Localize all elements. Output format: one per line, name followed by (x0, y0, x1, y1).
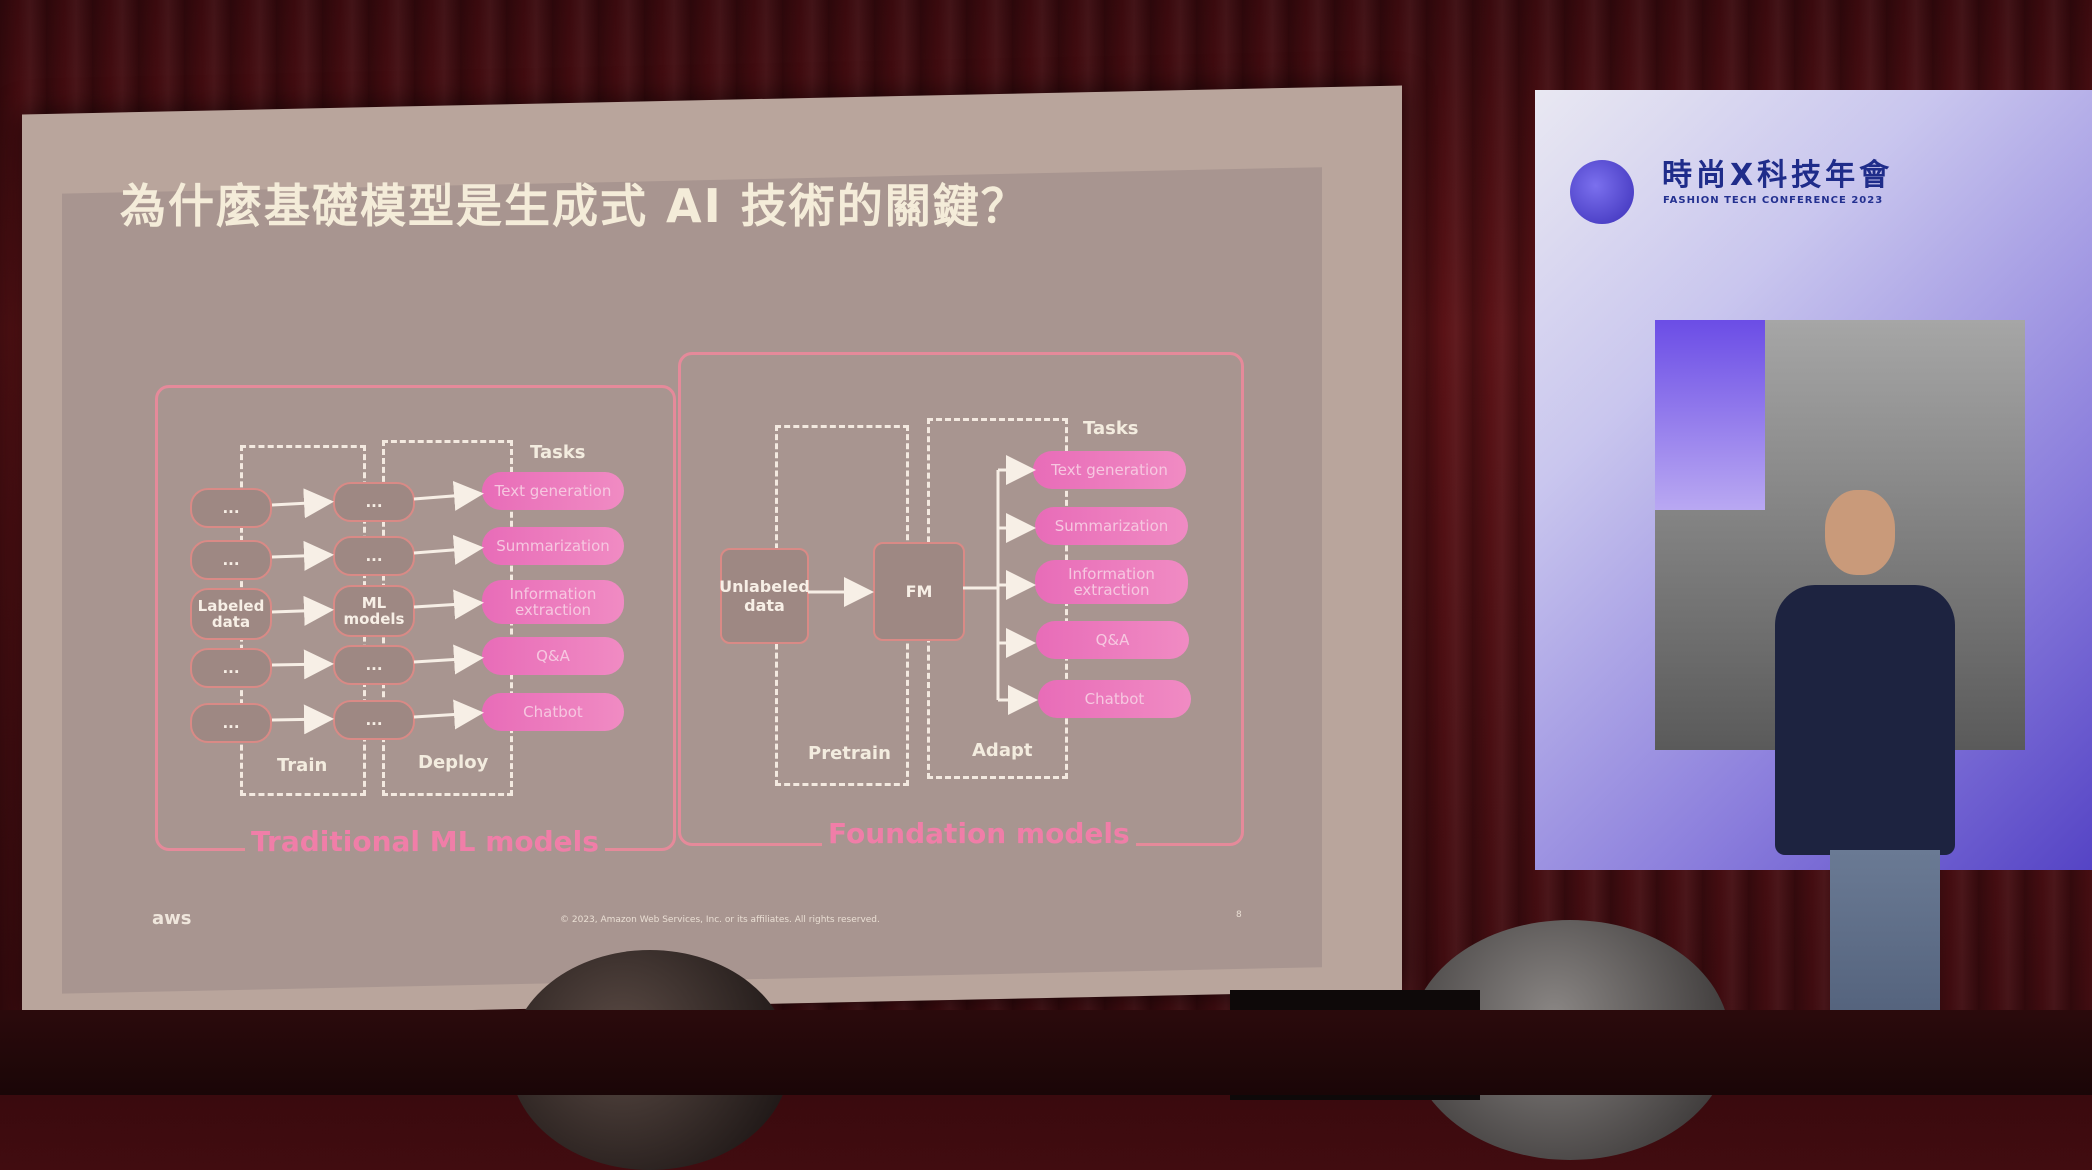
side-projection-screen: 時尚X科技年會 FASHION TECH CONFERENCE 2023 (1535, 90, 2092, 870)
left-task-pill: Summarization (482, 527, 624, 565)
conference-title: 時尚X科技年會 (1662, 158, 1894, 193)
slide-title: 為什麼基礎模型是生成式 AI 技術的關鍵？ (120, 179, 1029, 233)
purple-accent-bar (1655, 320, 1765, 510)
stage-edge (0, 1010, 2092, 1095)
conference-subtitle: FASHION TECH CONFERENCE 2023 (1663, 195, 1884, 206)
right-task-pill: Q&A (1036, 621, 1189, 659)
fm-node: FM (873, 542, 965, 641)
aws-logo: aws (152, 908, 192, 929)
left-model-node: ... (333, 700, 415, 740)
right-task-pill: Chatbot (1038, 680, 1191, 718)
unlabeled-data-node: Unlabeled data (719, 548, 810, 644)
left-tasks-label: Tasks (530, 442, 586, 463)
left-task-pill: Q&A (482, 637, 624, 675)
right-task-pill: Information extraction (1035, 560, 1188, 604)
left-input-node: ... (190, 540, 272, 580)
left-model-node: ... (333, 536, 415, 576)
speaker-jacket (1775, 585, 1955, 855)
copyright-text: © 2023, Amazon Web Services, Inc. or its… (560, 915, 880, 925)
page-number: 8 (1236, 910, 1242, 920)
left-task-pill: Text generation (482, 472, 624, 510)
left-input-node: ... (190, 488, 272, 528)
left-model-node: ML models (333, 585, 415, 637)
train-label: Train (277, 755, 328, 776)
right-tasks-label: Tasks (1083, 418, 1139, 439)
foundation-models-label: Foundation models (822, 817, 1136, 850)
left-task-pill: Information extraction (482, 580, 624, 624)
traditional-ml-label: Traditional ML models (245, 825, 605, 858)
left-model-node: ... (333, 645, 415, 685)
left-arrows (271, 480, 484, 735)
left-task-pill: Chatbot (482, 693, 624, 731)
left-input-node: Labeled data (190, 588, 272, 640)
left-input-node: ... (190, 648, 272, 688)
left-model-node: ... (333, 482, 415, 522)
speaker-head (1825, 490, 1895, 575)
right-task-pill: Text generation (1033, 451, 1186, 489)
right-task-pill: Summarization (1035, 507, 1188, 545)
pretrain-label: Pretrain (808, 743, 891, 764)
left-input-node: ... (190, 703, 272, 743)
deploy-label: Deploy (418, 752, 489, 773)
right-arrows (808, 455, 1038, 715)
adapt-label: Adapt (972, 740, 1033, 761)
conference-logo-icon (1570, 160, 1634, 224)
